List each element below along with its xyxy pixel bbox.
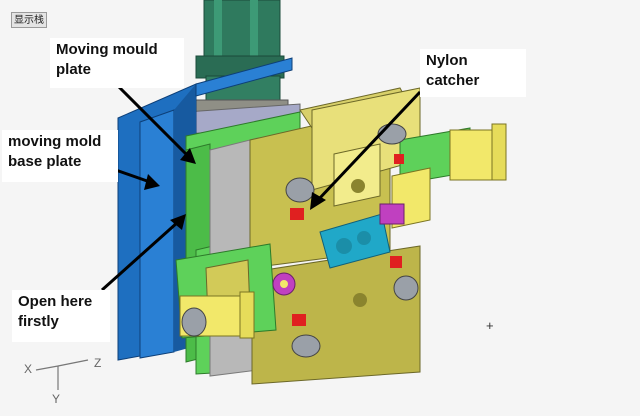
callout-moving-mould-plate: Moving mould plate [50,38,184,88]
axis-y-label: Y [52,392,61,406]
arrow-moving-mould-plate [116,84,190,158]
red-markers [290,154,404,326]
axis-triad [35,359,89,390]
callout-nylon-catcher: Nylon catcher [420,49,526,97]
axis-x-label: X [24,362,33,376]
pointer-arrows [100,84,422,292]
display-toolbar-button[interactable]: 显示栈 [11,12,47,28]
arrow-open-here [100,220,180,292]
callout-moving-mold-base-plate: moving mold base plate [2,130,118,182]
axis-z-label: Z [94,356,102,370]
right-cylinder [391,123,507,229]
crosshair-cursor-icon: + [486,318,494,333]
bolts [181,123,419,358]
nylon-catcher-parts [272,203,405,296]
callout-open-here-firstly: Open here firstly [12,290,110,342]
arrow-nylon-catcher [316,90,422,202]
